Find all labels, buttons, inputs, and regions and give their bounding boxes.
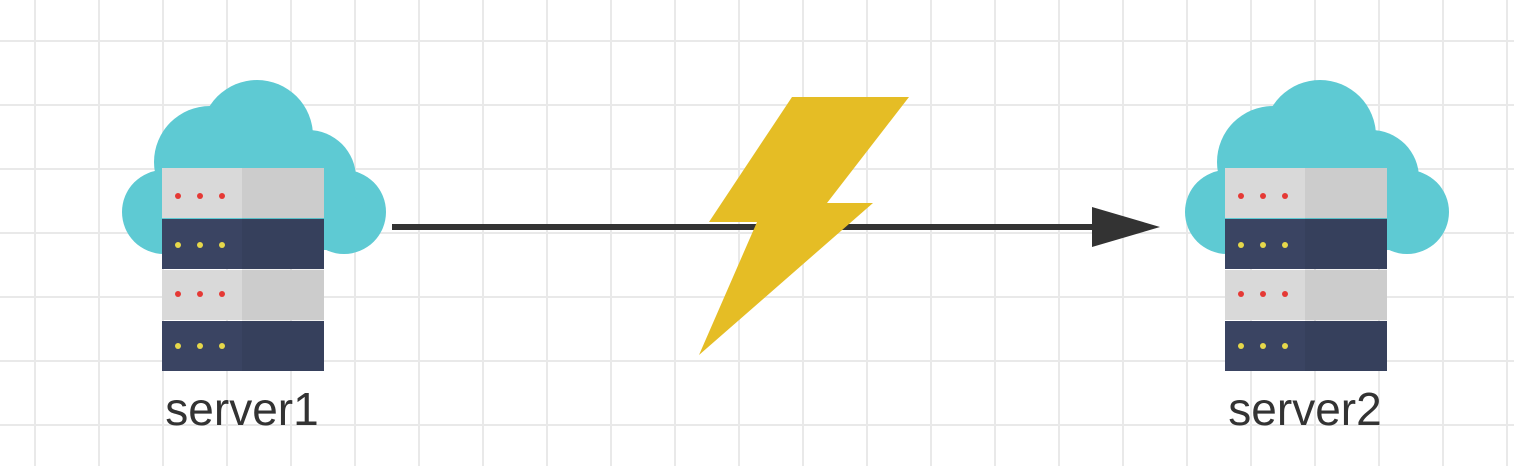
arrowhead-icon <box>1092 207 1160 247</box>
node-label-server1: server1 <box>165 383 318 435</box>
node-server1[interactable]: server1 <box>122 80 386 435</box>
node-label-server2: server2 <box>1228 383 1381 435</box>
cloud-server-icon <box>1185 80 1449 371</box>
cloud-server-icon <box>122 80 386 371</box>
node-server2[interactable]: server2 <box>1185 80 1449 435</box>
lightning-icon <box>699 97 909 355</box>
edge-server1-server2[interactable] <box>392 207 1160 247</box>
